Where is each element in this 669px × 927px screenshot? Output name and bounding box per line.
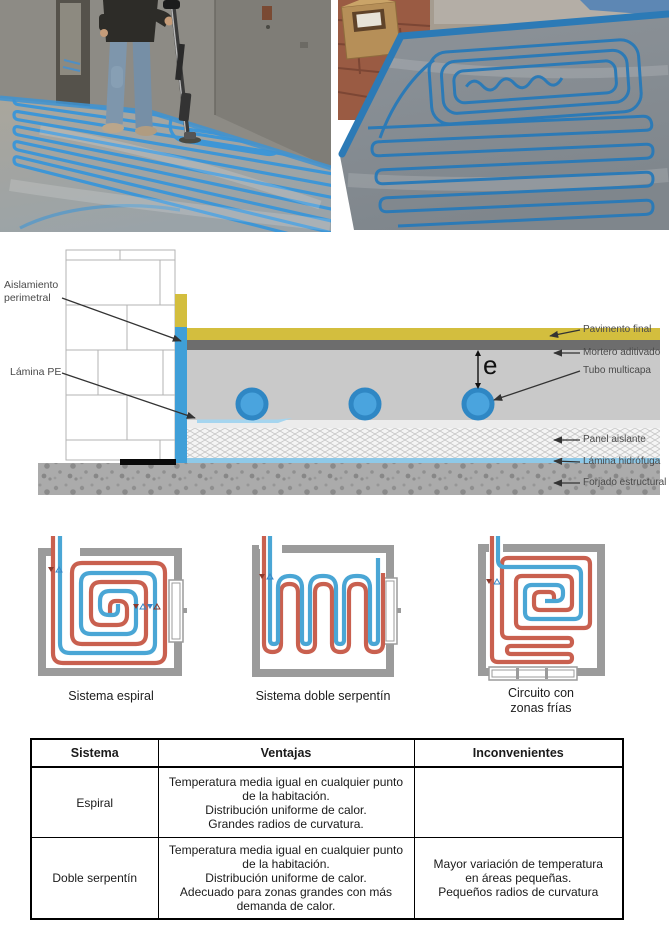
header-sistema: Sistema [30, 738, 159, 768]
label-pavimento-final: Pavimento final [583, 324, 652, 335]
pipe-red-serpentine [261, 536, 386, 655]
label-forjado-estructural: Forjado estructural [583, 477, 667, 488]
table-row-doble-serpentin: Doble serpentín Temperatura media igual … [30, 837, 624, 920]
photo1-tacker-tool [163, 0, 201, 144]
window-room1 [168, 579, 187, 643]
circuit-pipes [50, 536, 593, 666]
perimeter-strip-yellow [175, 294, 187, 327]
photo-pipe-circuit [338, 0, 669, 230]
flow-markers [48, 566, 501, 610]
table-header-row: Sistema Ventajas Inconvenientes [30, 738, 624, 768]
brick-wall [65, 249, 176, 461]
label-mortero-aditivado: Mortero aditivado [583, 347, 661, 358]
photo2-tarp [580, 0, 669, 16]
thickness-arrow [475, 350, 481, 389]
caption-sistema-espiral: Sistema espiral [68, 689, 154, 703]
cell-ventajas-doble: Temperatura media igual en cualquier pun… [157, 837, 415, 920]
dark-layer [187, 340, 660, 350]
window-room2 [382, 577, 401, 645]
base-bar [120, 459, 176, 465]
label-lamina-hidrofuga: Lámina hidrófuga [583, 456, 661, 467]
pipe-blue-cold-zone [495, 536, 584, 622]
header-ventajas: Ventajas [157, 738, 415, 768]
caption-doble-serpentin: Sistema doble serpentín [255, 689, 391, 703]
label-tubo-multicapa: Tubo multicapa [583, 365, 651, 376]
cell-ventajas-espiral: Temperatura media igual en cualquier pun… [157, 766, 415, 838]
cell-sistema-doble: Doble serpentín [30, 837, 159, 920]
panel-aislante-layer [187, 428, 660, 458]
aislamiento-perimetral-strip [175, 327, 187, 463]
photo1-worker [99, 0, 174, 136]
pipe-blue-serpentine [267, 536, 381, 647]
label-thickness-e: e [483, 350, 498, 380]
header-inconvenientes: Inconvenientes [413, 738, 624, 768]
photo-installation-worker [0, 0, 331, 232]
leader-lines [61, 297, 581, 487]
cell-inconvenientes-espiral [413, 766, 624, 838]
lamina-pe-sheet [197, 418, 292, 423]
circuit-diagrams: Sistema espiral Sistema doble serpentín … [0, 528, 669, 727]
lamina-hidrofuga-layer [187, 458, 660, 463]
photo2-cardboard-box [340, 0, 402, 60]
caption-zonas-frias: Circuito con zonas frías [508, 686, 574, 715]
photo2-perimeter-band [338, 10, 669, 158]
photo2-pipes [367, 38, 655, 228]
table-row-espiral: Espiral Temperatura media igual en cualq… [30, 766, 624, 838]
cross-section-diagram: Aislamiento perimetral Lámina PE e Pavim… [0, 248, 669, 510]
window-room3 [488, 666, 578, 681]
comparison-table: Sistema Ventajas Inconvenientes Espiral … [30, 738, 624, 920]
tubo-multicapa-pipes [235, 387, 495, 421]
label-panel-aislante: Panel aislante [583, 434, 646, 445]
label-aislamiento-perimetral: Aislamiento perimetral [4, 279, 59, 304]
pipe-red-spiral [50, 536, 168, 666]
pipe-red-cold-zone [489, 536, 593, 665]
pavimento-final-layer [187, 328, 660, 340]
pipe-blue-spiral [57, 536, 158, 656]
room-walls [38, 544, 605, 677]
cell-sistema-espiral: Espiral [30, 766, 159, 838]
label-lamina-pe: Lámina PE [10, 366, 62, 378]
forjado-estructural-layer [38, 463, 660, 495]
cell-inconvenientes-doble: Mayor variación de temperatura en áreas … [413, 837, 624, 920]
